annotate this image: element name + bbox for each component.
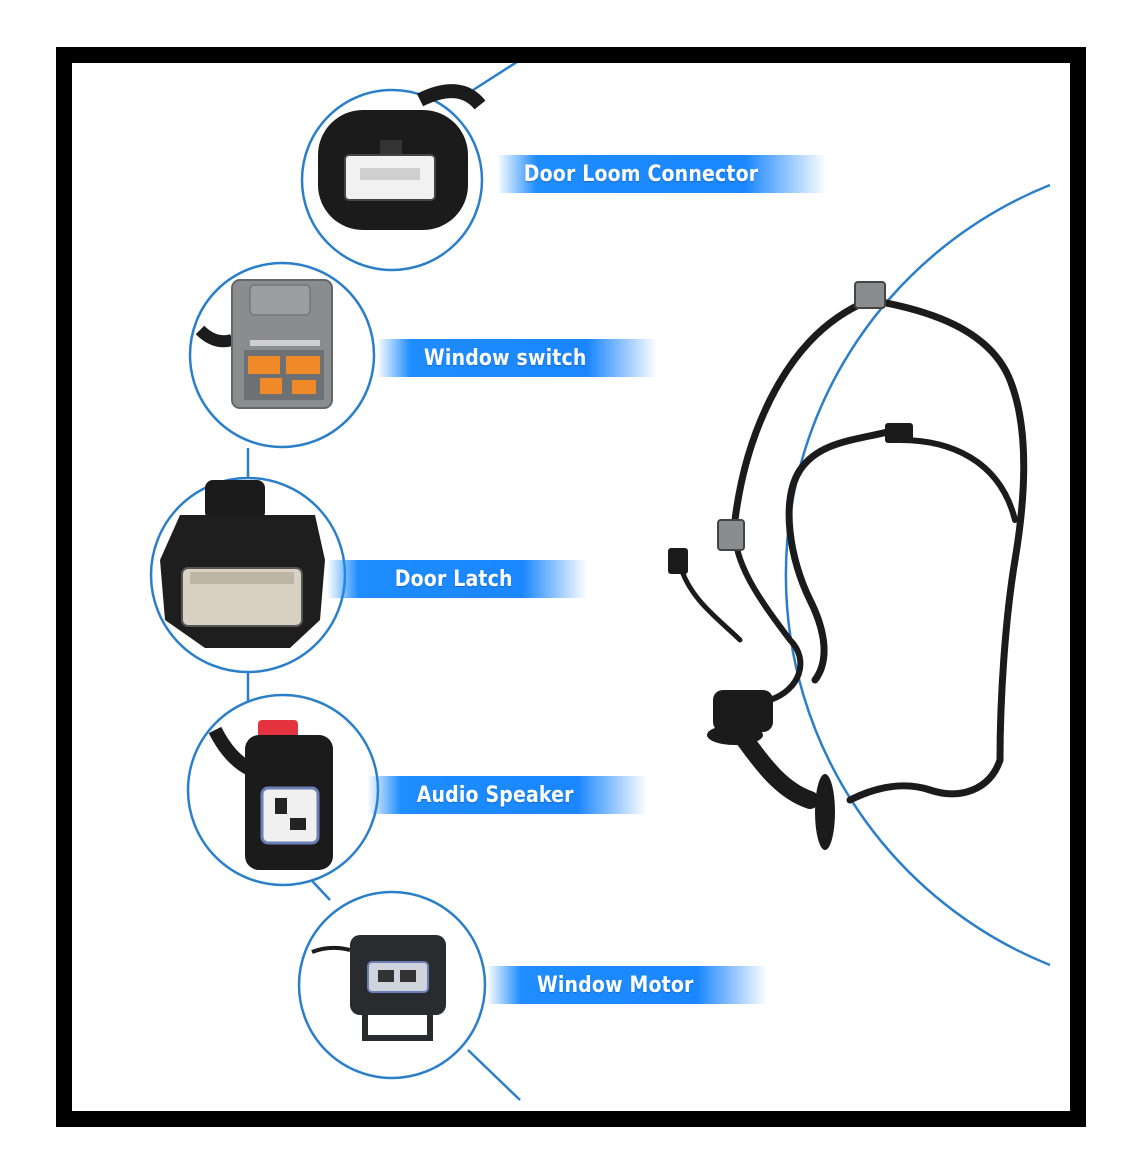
door-loom-connector-image xyxy=(300,84,486,272)
window-motor-label: Window Motor xyxy=(536,972,694,998)
harness-gray-plug-top xyxy=(854,281,886,309)
window-motor-label-bg xyxy=(487,966,767,1004)
door-latch-label-bg xyxy=(327,560,587,598)
harness-circle xyxy=(784,183,1051,967)
harness-connectors xyxy=(668,281,913,850)
door-latch-label: Door Latch xyxy=(394,566,513,592)
harness-black-plug-mid xyxy=(885,423,913,443)
harness-gray-plug-left xyxy=(717,519,745,551)
audio-speaker-label: Audio Speaker xyxy=(416,782,574,808)
door-loom-connector-label: Door Loom Connector xyxy=(523,161,759,187)
audio-speaker-connector-image xyxy=(186,693,380,887)
wire-harness xyxy=(677,296,1028,809)
harness-grommet-bottom xyxy=(815,774,835,850)
image-frame: Door Loom Connector Window switch Door L… xyxy=(56,47,1086,1127)
harness-grommet-top xyxy=(713,690,773,732)
window-switch-label: Window switch xyxy=(423,345,587,371)
wiring-harness-illustration xyxy=(149,63,1051,1101)
door-loom-label-bg xyxy=(497,155,827,193)
harness-black-plug-left xyxy=(668,548,688,574)
window-switch-connector-image xyxy=(188,261,376,449)
door-latch-connector-image xyxy=(149,476,347,674)
audio-speaker-label-bg xyxy=(367,776,647,814)
window-switch-label-bg xyxy=(377,339,657,377)
window-motor-connector-image xyxy=(297,890,487,1080)
